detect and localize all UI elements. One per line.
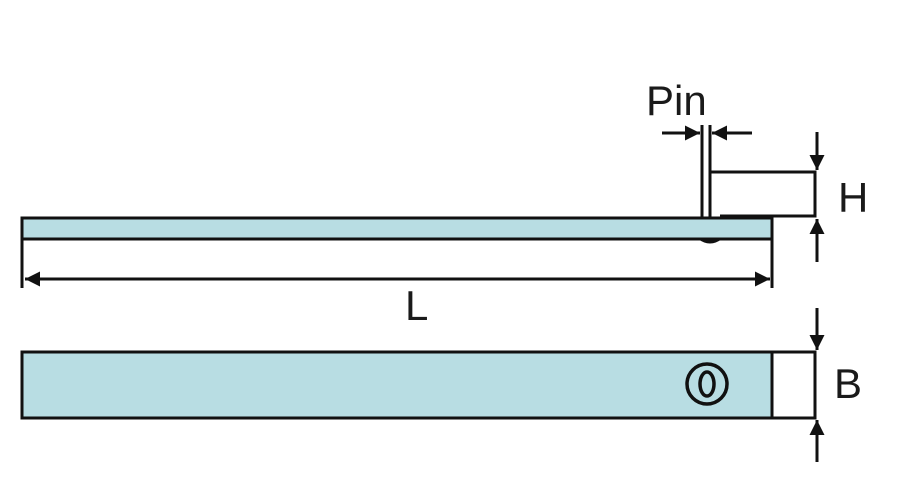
pin-hole-symbol bbox=[685, 362, 729, 406]
top-view bbox=[20, 350, 817, 420]
pin-head-box bbox=[710, 170, 817, 218]
pin-label: Pin bbox=[646, 77, 707, 124]
height-label: H bbox=[838, 174, 868, 221]
side-bar bbox=[20, 216, 774, 241]
side-view bbox=[20, 125, 817, 244]
length-label: L bbox=[405, 282, 428, 329]
pin-head-top bbox=[770, 350, 817, 420]
pin-bottom bbox=[698, 239, 722, 244]
length-arrow bbox=[20, 239, 774, 288]
width-label: B bbox=[834, 360, 862, 407]
top-bar bbox=[20, 350, 774, 420]
